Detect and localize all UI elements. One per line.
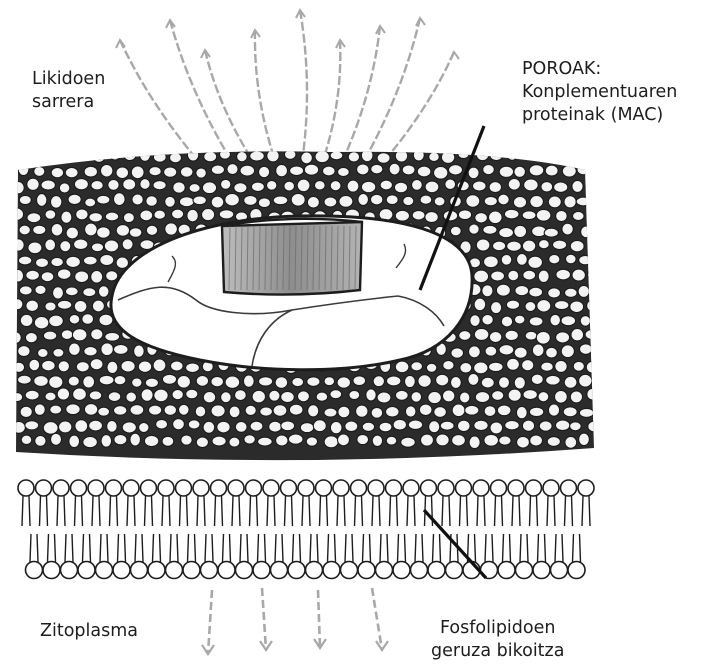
- cytoplasm-label: Zitoplasma: [40, 620, 138, 643]
- bilayer-label-line-1: Fosfolipidoen: [431, 617, 564, 640]
- bilayer-label-line-2: geruza bikoitza: [431, 640, 564, 663]
- mac-protein-channel: [222, 219, 362, 295]
- fluid-inflow-arrows: [116, 10, 459, 175]
- fluid-inflow-label-line-1: Likidoen: [32, 68, 105, 91]
- bilayer-label: Fosfolipidoen geruza bikoitza: [431, 617, 564, 663]
- pores-label-line-1: POROAK:: [522, 58, 677, 81]
- pores-label: POROAK: Konplementuaren proteinak (MAC): [522, 58, 677, 127]
- fluid-inflow-label-line-2: sarrera: [32, 91, 105, 114]
- fluid-inflow-label: Likidoen sarrera: [32, 68, 105, 114]
- fluid-outflow-arrows: [202, 588, 388, 654]
- pores-label-line-3: proteinak (MAC): [522, 104, 677, 127]
- phospholipid-bilayer: [18, 480, 594, 579]
- pores-label-line-2: Konplementuaren: [522, 81, 677, 104]
